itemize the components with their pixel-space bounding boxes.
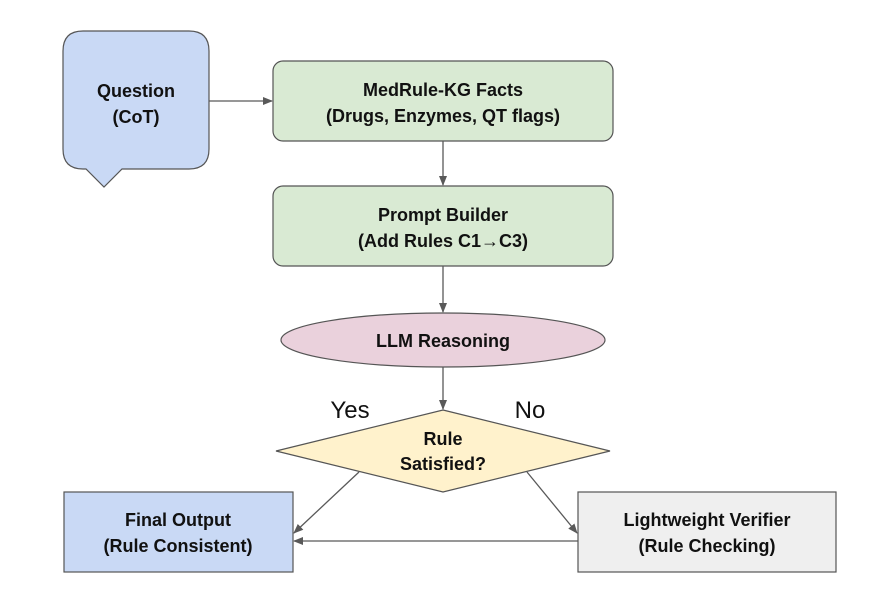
llm-reasoning-label: LLM Reasoning	[376, 331, 510, 351]
arrow-decision-yes-to-final-output	[293, 471, 360, 534]
arrow-decision-no-to-verifier	[526, 471, 578, 534]
prompt-builder-node: Prompt Builder (Add Rules C1→C3)	[272, 185, 614, 267]
no-branch-label: No	[515, 397, 546, 424]
facts-box	[272, 60, 614, 142]
prompt-builder-subtitle: (Add Rules C1→C3)	[358, 231, 528, 251]
yes-branch-label: Yes	[330, 397, 369, 424]
rule-decision-diamond	[275, 409, 611, 493]
final-output-subtitle: (Rule Consistent)	[103, 536, 252, 556]
question-bubble-shape	[62, 30, 210, 188]
verifier-node: Lightweight Verifier (Rule Checking)	[577, 491, 837, 573]
final-output-box	[63, 491, 294, 573]
facts-node: MedRule-KG Facts (Drugs, Enzymes, QT fla…	[272, 60, 614, 142]
rule-decision-line2: Satisfied?	[400, 454, 486, 474]
final-output-title: Final Output	[125, 510, 231, 530]
llm-reasoning-node: LLM Reasoning	[280, 312, 606, 368]
rule-decision-line1: Rule	[423, 429, 462, 449]
question-node: Question (CoT)	[62, 30, 210, 188]
rule-decision-node: Rule Satisfied?	[275, 409, 611, 493]
question-title: Question	[97, 81, 175, 101]
facts-title: MedRule-KG Facts	[363, 80, 523, 100]
verifier-title: Lightweight Verifier	[623, 510, 790, 530]
verifier-box	[577, 491, 837, 573]
facts-subtitle: (Drugs, Enzymes, QT flags)	[326, 106, 560, 126]
verifier-subtitle: (Rule Checking)	[638, 536, 775, 556]
prompt-builder-box	[272, 185, 614, 267]
question-subtitle: (CoT)	[113, 107, 160, 127]
final-output-node: Final Output (Rule Consistent)	[63, 491, 294, 573]
prompt-builder-title: Prompt Builder	[378, 205, 508, 225]
